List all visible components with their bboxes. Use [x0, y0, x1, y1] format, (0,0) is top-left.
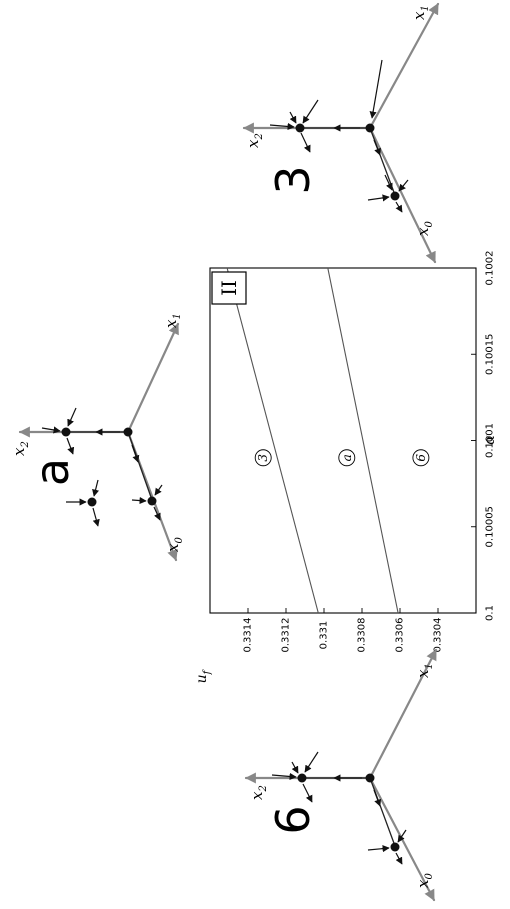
y-tick-label-0: 0.3304	[433, 618, 444, 653]
chart-regions: 3 a 6	[254, 449, 430, 467]
x-tick-label-2: 0.1001	[485, 423, 496, 458]
insetA-arrow-h	[131, 496, 147, 505]
x-tick-label-0: 0.1	[485, 605, 496, 621]
x-tick-label-1: 0.10005	[485, 506, 496, 547]
inset6-node-top	[297, 773, 307, 783]
inset3-edge-x0	[369, 127, 396, 196]
insetA-node-bottom	[147, 496, 157, 506]
inset3-label: 3	[266, 165, 320, 194]
inset3-label-x1: x1	[410, 5, 431, 20]
insetA-label-x0: x0	[164, 537, 185, 552]
panel-label-box: II	[211, 271, 247, 305]
insetA-node-center	[123, 427, 133, 437]
inset6-arrow-f	[367, 845, 390, 853]
chart-ticks: 0.1 0.10005 0.1001 0.10015 0.1002 0.3304 0.330…	[243, 251, 496, 653]
boundary-line-1	[226, 267, 319, 614]
inset6-arrow-d	[291, 761, 299, 774]
bifurcation-chart: 0.1 0.10005 0.1001 0.10015 0.1002 0.3304 0.330…	[194, 251, 498, 684]
inset-6: x1 x2 x0 6	[244, 648, 438, 902]
y-tick-label-2: 0.3308	[357, 618, 368, 653]
inset6-label-x0: x0	[414, 873, 435, 888]
inset3-in-arrow	[369, 59, 383, 119]
inset6-arrow-a	[304, 751, 319, 773]
inset3-arrow-d	[289, 111, 297, 124]
inset6-arrow-b	[271, 772, 297, 781]
insetA-arrow-f	[92, 507, 100, 527]
region-label-3: 3	[256, 454, 270, 462]
inset6-edge-arrow-2	[373, 789, 382, 807]
insetA-label-x1: x1	[162, 313, 183, 328]
inset3-axis-x1	[368, 2, 440, 130]
x-axis-label: α	[482, 435, 498, 445]
inset3-arrow-c	[300, 132, 311, 153]
y-axis-label-text: u	[194, 674, 210, 683]
insetA-node-top	[61, 427, 71, 437]
inset-3: x1 x2 x0 3	[242, 2, 440, 264]
inset3-arrow-g	[395, 201, 403, 213]
inset3-node-center	[365, 123, 375, 133]
inset6-arrow-g	[395, 852, 403, 865]
insetA-edge-arrow-2	[131, 444, 140, 463]
boundary-line-2	[327, 267, 399, 614]
insetA-axis-x1	[126, 322, 180, 434]
y-axis-label: uf	[194, 668, 213, 683]
inset3-node-top	[295, 123, 305, 133]
inset6-edge-x0	[369, 777, 396, 847]
x-tick-label-4: 0.1002	[485, 251, 496, 286]
insetA-label: a	[25, 458, 79, 486]
y-tick-label-3: 0.331	[319, 621, 330, 650]
y-tick-label-5: 0.3314	[243, 618, 254, 653]
plot-frame	[209, 267, 477, 614]
insetA-arrow-b	[41, 426, 61, 434]
inset6-arrow-e	[397, 829, 407, 843]
inset3-arrow-f	[367, 194, 390, 202]
y-tick-label-4: 0.3312	[281, 618, 292, 653]
inset3-edge-arrow-2	[373, 139, 381, 156]
region-label-6: 6	[414, 454, 428, 462]
insetA-arrow-i	[153, 506, 161, 521]
inset6-axis-x1	[368, 648, 438, 780]
panel-label: II	[217, 280, 241, 296]
region-marker-6	[412, 449, 430, 467]
y-axis-label-sub: f	[202, 668, 213, 675]
inset6-node-center	[365, 773, 375, 783]
inset6-label-x1: x1	[414, 663, 435, 678]
inset3-arrow-e	[398, 179, 409, 192]
inset3-label-x2: x2	[244, 133, 265, 148]
insetA-arrow-g	[154, 484, 163, 496]
inset3-arrow-a	[302, 99, 319, 124]
inset6-node-bottom	[390, 842, 400, 852]
inset6-label-x2: x2	[248, 785, 269, 800]
insetA-edge-x0	[127, 431, 153, 501]
y-tick-label-1: 0.3306	[395, 618, 406, 653]
region-marker-3	[254, 449, 272, 467]
inset6-arrow-c	[302, 783, 313, 803]
x-tick-label-3: 0.10015	[485, 334, 496, 375]
insetA-arrow-a	[67, 407, 77, 427]
inset3-arrow-h	[384, 174, 393, 191]
inset3-label-x0: x0	[414, 221, 435, 236]
inset3-node-bottom	[390, 191, 400, 201]
insetA-arrow-d	[92, 479, 100, 497]
insetA-arrow-c	[66, 437, 75, 455]
region-label-a: a	[340, 454, 354, 461]
insetA-node-free	[87, 497, 97, 507]
inset6-label: 6	[266, 805, 320, 834]
inset-a: x1 x2 x0 a	[10, 313, 185, 562]
inset3-axis-x0	[368, 126, 437, 264]
region-marker-a	[338, 449, 356, 467]
inset3-arrow-b	[269, 122, 295, 131]
insetA-label-x2: x2	[10, 441, 31, 456]
chart-lines	[226, 267, 399, 614]
